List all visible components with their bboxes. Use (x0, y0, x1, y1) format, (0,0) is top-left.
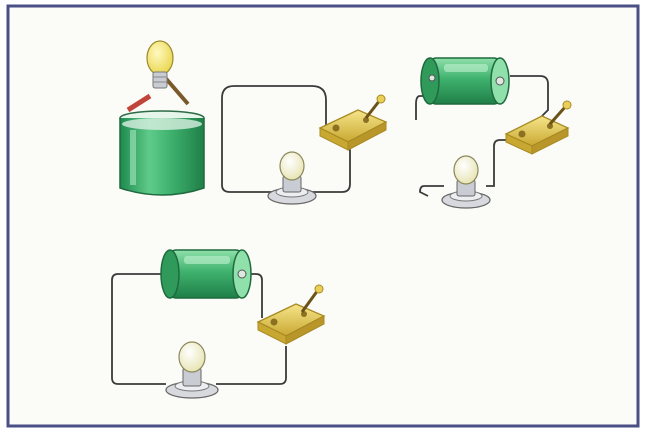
figure-frame (8, 6, 638, 426)
battery-icon (161, 250, 251, 298)
battery-icon (421, 58, 509, 104)
beaker-icon (120, 111, 204, 195)
